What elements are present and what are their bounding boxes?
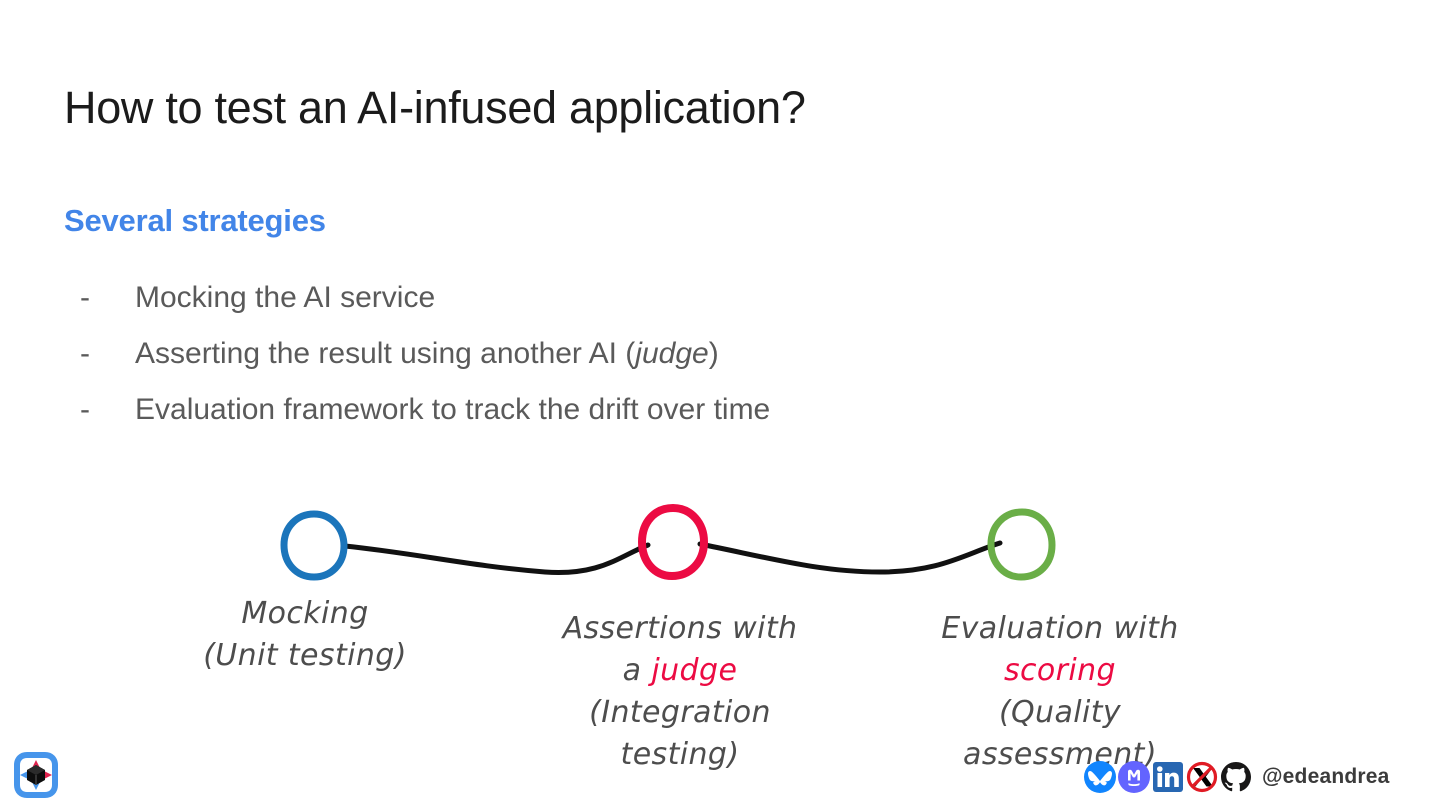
section-subtitle: Several strategies <box>64 203 326 238</box>
page-title: How to test an AI-infused application? <box>64 82 806 133</box>
node-label-line: testing) <box>620 737 740 772</box>
quarkus-logo <box>11 751 61 799</box>
node-label-evaluation: Evaluation with scoring (Quality assessm… <box>900 608 1220 776</box>
node-label-assertions: Assertions with a judge (Integration tes… <box>530 608 830 776</box>
github-icon[interactable] <box>1218 759 1254 795</box>
list-item: - Asserting the result using another AI … <box>80 337 1180 393</box>
logo-cube-top <box>27 765 45 775</box>
social-links: @edeandrea <box>1082 757 1390 797</box>
node-label-line: (Integration <box>589 695 771 730</box>
list-item-label: Asserting the result using another AI (j… <box>135 337 719 371</box>
node-label-line: (Quality <box>998 695 1122 730</box>
bullet-marker: - <box>80 281 90 314</box>
bullet-marker: - <box>80 337 90 370</box>
node-label-line: Evaluation with <box>941 611 1179 646</box>
node-circle-mocking <box>280 510 348 581</box>
node-circle-evaluation <box>987 508 1056 581</box>
list-item-label: Mocking the AI service <box>135 281 436 314</box>
node-label-line: a judge <box>530 650 830 692</box>
logo-frame <box>14 752 58 798</box>
list-item-text-before: Asserting the result using another AI ( <box>135 337 636 370</box>
node-label-line: (Unit testing) <box>203 638 407 673</box>
strategy-list: - Mocking the AI service - Asserting the… <box>80 281 1180 449</box>
node-label-highlight-scoring: scoring <box>1003 653 1116 688</box>
x-disabled-icon[interactable] <box>1184 759 1220 795</box>
timeline-graphic <box>280 504 1056 581</box>
node-label-mocking: Mocking (Unit testing) <box>160 593 450 677</box>
node-circle-assertions <box>638 504 708 580</box>
linkedin-icon[interactable] <box>1150 759 1186 795</box>
connector-path-right <box>697 540 1003 575</box>
connector-path-left <box>342 542 651 576</box>
bluesky-icon[interactable] <box>1082 759 1118 795</box>
list-item: - Mocking the AI service <box>80 281 1180 337</box>
list-item: - Evaluation framework to track the drif… <box>80 393 1180 449</box>
list-item-label: Evaluation framework to track the drift … <box>135 393 771 426</box>
bullet-marker: - <box>80 393 90 426</box>
mastodon-icon[interactable] <box>1116 759 1152 795</box>
node-label-highlight-judge: judge <box>651 653 738 688</box>
strategy-timeline-diagram: Mocking (Unit testing) Assertions with a… <box>0 480 1440 810</box>
node-label-prefix: a <box>622 653 652 688</box>
list-item-text-after: ) <box>708 337 719 370</box>
node-label-line: Mocking <box>241 596 369 631</box>
list-item-text-emphasis: judge <box>635 337 709 370</box>
social-handle: @edeandrea <box>1262 765 1390 788</box>
node-label-line: Assertions with <box>562 611 798 646</box>
